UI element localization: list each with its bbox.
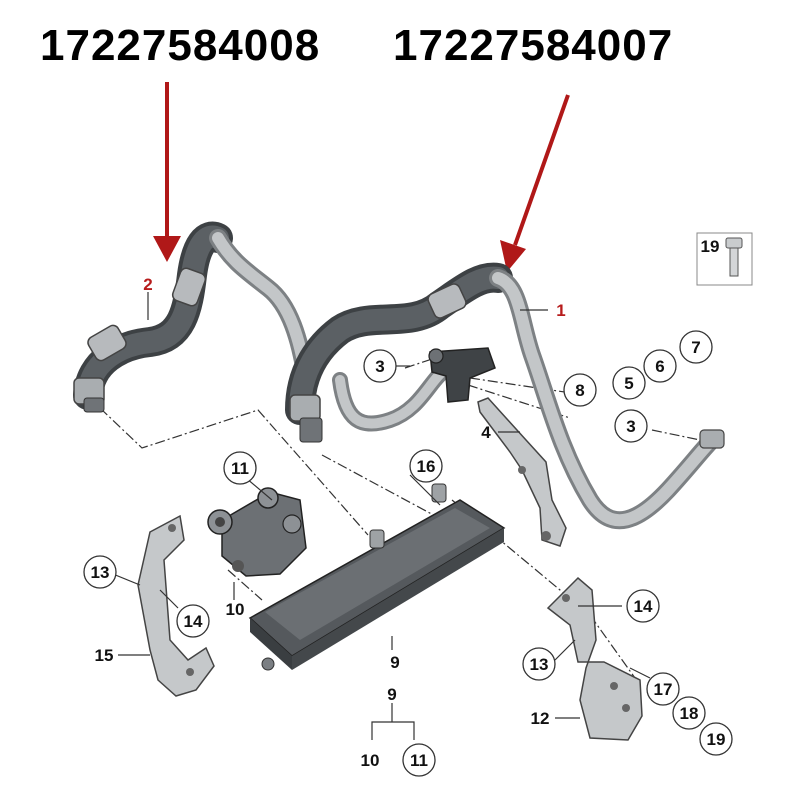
callout-17: 17 xyxy=(654,680,673,699)
callout-13-right: 13 xyxy=(530,655,549,674)
oil-cooler xyxy=(248,483,506,671)
callout-1: 1 xyxy=(556,301,565,320)
hose-2 xyxy=(73,221,315,413)
callout-15: 15 xyxy=(95,646,114,665)
callout-13-left: 13 xyxy=(91,563,110,582)
callout-16: 16 xyxy=(417,457,436,476)
pointer-arrow-right xyxy=(500,94,570,272)
callout-11-legend: 11 xyxy=(410,751,428,770)
callout-8: 8 xyxy=(575,381,584,400)
callout-4: 4 xyxy=(481,423,491,442)
callout-9-legend: 9 xyxy=(387,685,396,704)
hose-1 xyxy=(285,262,725,530)
bracket-12 xyxy=(546,576,643,741)
callout-7: 7 xyxy=(691,338,700,357)
callout-2: 2 xyxy=(143,275,152,294)
callout-3-top: 3 xyxy=(375,357,384,376)
bracket-4 xyxy=(477,397,567,547)
part-number-right: 17227584007 xyxy=(393,21,674,70)
callout-3-right: 3 xyxy=(626,417,635,436)
thermostat-valve xyxy=(207,487,307,577)
callout-labels: 1 2 3 3 4 5 6 7 8 9 9 10 10 11 11 12 13 … xyxy=(91,237,726,770)
callout-11-valve: 11 xyxy=(231,459,249,478)
bolt-19-inset xyxy=(696,232,753,286)
callout-6: 6 xyxy=(655,357,664,376)
hose-clamp xyxy=(428,347,496,403)
callout-19-inset: 19 xyxy=(701,237,720,256)
callout-19: 19 xyxy=(707,730,726,749)
callout-14-right: 14 xyxy=(634,597,653,616)
callout-10-legend: 10 xyxy=(361,751,380,770)
callout-18: 18 xyxy=(680,704,699,723)
callout-circles xyxy=(83,330,733,777)
bracket-15 xyxy=(137,514,215,697)
callout-12: 12 xyxy=(531,709,550,728)
pointer-arrow-left xyxy=(153,82,181,262)
callout-9-cooler: 9 xyxy=(390,653,399,672)
part-number-left: 17227584008 xyxy=(40,21,321,70)
callout-14-left: 14 xyxy=(184,612,203,631)
callout-5: 5 xyxy=(624,374,633,393)
callout-10-valve: 10 xyxy=(226,600,245,619)
